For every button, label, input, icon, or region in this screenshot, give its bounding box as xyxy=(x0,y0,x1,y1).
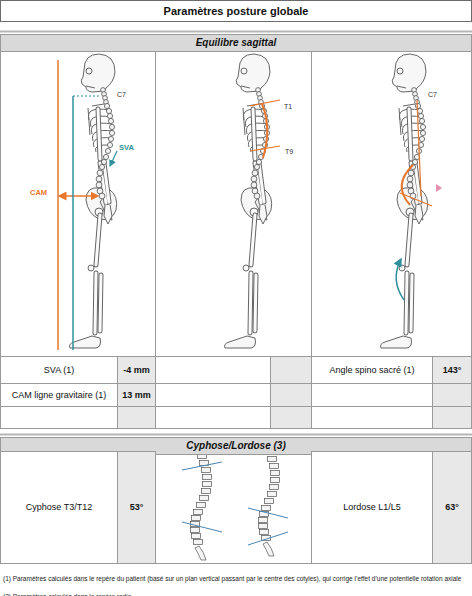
label-box: C7 xyxy=(427,83,438,101)
spine-thumbnail xyxy=(191,454,212,561)
value-text: 53° xyxy=(130,502,144,512)
vertebra-label: C7 xyxy=(116,91,127,98)
t9-line xyxy=(250,146,280,151)
section-band: Equilibre sagittal xyxy=(0,34,472,52)
label-box: T9 xyxy=(284,140,294,158)
fig2-overlay xyxy=(250,100,280,158)
fig1-overlay xyxy=(58,60,117,350)
value-text: -4 mm xyxy=(123,365,150,375)
parameter-cell: CAM ligne gravitaire (1) xyxy=(0,383,118,407)
cell-text: SVA (1) xyxy=(44,365,74,375)
angle-mark xyxy=(436,184,442,192)
cell-text: CAM ligne gravitaire (1) xyxy=(12,390,107,400)
skeleton-figure xyxy=(225,54,272,348)
label-box: (3) Paramètres calculés dans le repère r… xyxy=(2,585,470,596)
parameter-cell: Cyphose T3/T12 xyxy=(0,451,118,564)
kyphosis-curve xyxy=(262,104,267,158)
cell-text: Equilibre sagittal xyxy=(196,37,277,49)
vertebra-label: C7 xyxy=(427,91,438,98)
label-box: C7 xyxy=(116,83,127,101)
cell-text: Cyphose/Lordose (3) xyxy=(186,440,285,452)
c7-level xyxy=(73,96,101,97)
value-cell: 143° xyxy=(432,356,472,384)
c7-plumb-line xyxy=(72,96,74,350)
label-box: T1 xyxy=(283,95,293,113)
vertebra-label: T9 xyxy=(284,148,294,155)
label-box: SVA xyxy=(118,136,135,154)
t1-line xyxy=(250,100,280,106)
value-text: 143° xyxy=(443,365,462,375)
page-title: Paramètres posture globale xyxy=(164,5,309,17)
measure-label: CAM xyxy=(29,188,48,197)
value-cell: 53° xyxy=(117,451,156,564)
spine-thumbnail xyxy=(259,450,280,557)
knee-arc xyxy=(396,259,404,300)
cam-arrow xyxy=(59,195,98,197)
label-box: CAM xyxy=(29,181,48,199)
cell-text: Lordose L1/L5 xyxy=(343,502,401,512)
table-grid xyxy=(0,32,472,564)
cell-text: Cyphose T3/T12 xyxy=(26,502,92,512)
value-cell: 63° xyxy=(432,451,472,564)
gravity-line xyxy=(57,60,59,350)
lordosis-curve xyxy=(402,165,413,205)
parameter-cell: SVA (1) xyxy=(0,356,118,384)
measure-label: SVA xyxy=(118,143,135,152)
title-band: Paramètres posture globale xyxy=(0,0,472,22)
value-cell: 13 mm xyxy=(117,383,156,407)
parameter-cell: Angle spino sacré (1) xyxy=(311,356,433,384)
measure-lines xyxy=(182,462,288,545)
label-box: (1) Paramètres calculés dans le repère d… xyxy=(2,567,470,596)
footnote: (3) Paramètres calculés dans le repère r… xyxy=(2,593,134,596)
parameter-cell: Lordose L1/L5 xyxy=(311,451,433,564)
sva-arrow xyxy=(110,151,117,166)
value-cell: -4 mm xyxy=(117,356,156,384)
value-text: 63° xyxy=(445,502,459,512)
cell-text: Angle spino sacré (1) xyxy=(329,365,414,375)
value-text: 13 mm xyxy=(122,390,151,400)
skeleton-figure xyxy=(70,54,117,348)
fig3-overlay xyxy=(396,100,442,300)
vertebra-label: T1 xyxy=(283,103,293,110)
c7-sacrum-line xyxy=(417,100,421,196)
